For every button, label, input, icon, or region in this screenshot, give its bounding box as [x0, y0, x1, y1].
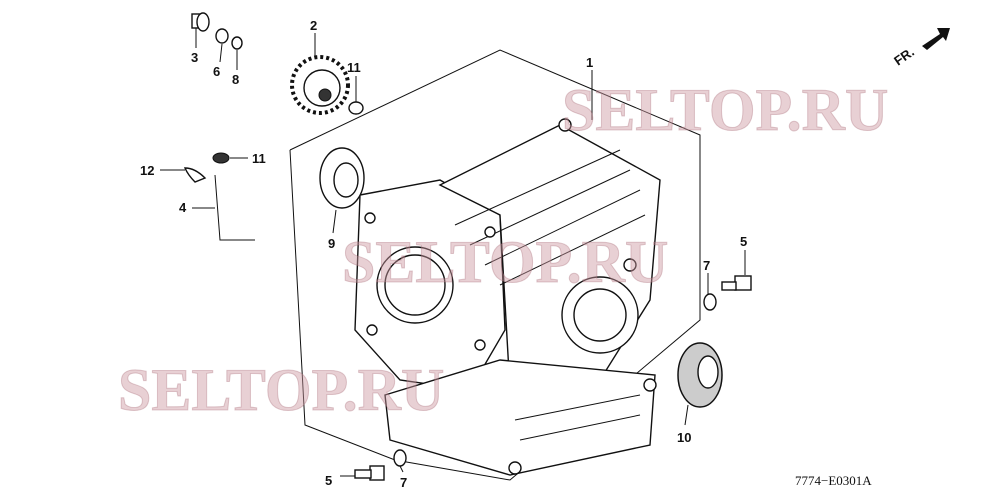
bearing-9: [319, 147, 365, 209]
callout-3: 3: [191, 50, 198, 65]
watermark-bottom: SELTOP.RU: [118, 357, 444, 423]
washer-11a: [348, 101, 364, 115]
governor-gear-2: [290, 55, 350, 115]
callout-12: 12: [140, 163, 154, 178]
bolt-5b: [354, 465, 385, 481]
washer-8: [231, 36, 243, 50]
governor-arm-4: [214, 174, 255, 241]
washer-11b: [212, 152, 230, 164]
front-direction-indicator: FR.: [891, 28, 950, 68]
callout-9: 9: [328, 236, 335, 251]
callout-6: 6: [213, 64, 220, 79]
callout-5b: 5: [325, 473, 332, 488]
cylinder-block: [354, 118, 661, 476]
leader-lines: [160, 28, 746, 477]
drawing-code: 7774−E0301A: [795, 473, 872, 488]
callout-5a: 5: [740, 234, 747, 249]
watermark-top: SELTOP.RU: [562, 77, 888, 143]
oil-seal-10: [677, 342, 723, 408]
washer-7b: [393, 449, 407, 467]
washer-7a: [703, 293, 717, 311]
bolt-5a: [721, 275, 752, 291]
callout-8: 8: [232, 72, 239, 87]
callout-2: 2: [310, 18, 317, 33]
callout-7b: 7: [400, 475, 407, 490]
front-label: FR.: [891, 44, 917, 68]
callout-11b: 11: [252, 151, 266, 166]
callout-7a: 7: [703, 258, 710, 273]
callout-10: 10: [677, 430, 691, 445]
washer-6: [215, 28, 229, 44]
watermark-middle: SELTOP.RU: [342, 229, 668, 295]
callout-1: 1: [586, 55, 593, 70]
front-arrow-icon: [922, 28, 950, 50]
clip-12: [183, 167, 207, 183]
callout-11a: 11: [347, 60, 361, 75]
bolt-3: [191, 12, 210, 32]
callout-4: 4: [179, 200, 187, 215]
